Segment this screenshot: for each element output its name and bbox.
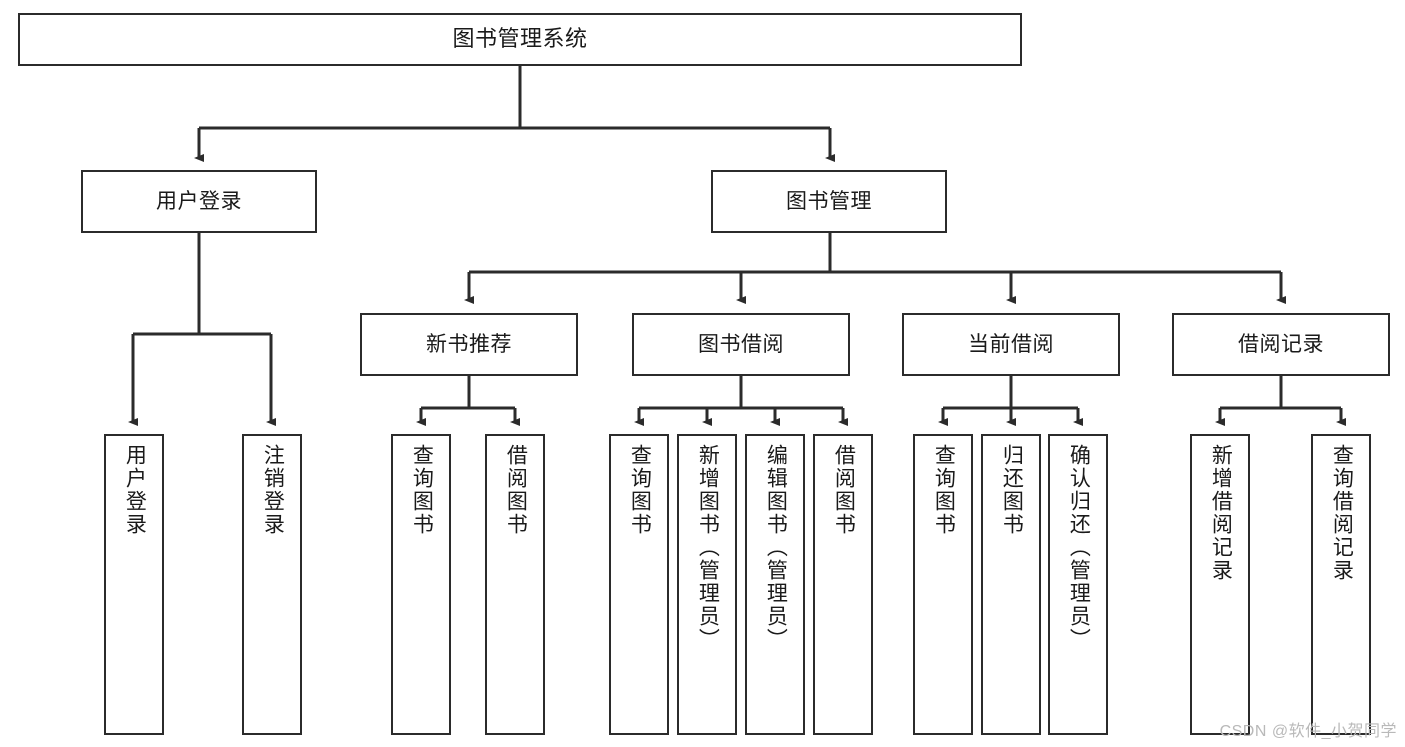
node-label: 注销登录 [261,444,285,536]
node-new-book-recommend[interactable]: 新书推荐 [360,313,578,376]
leaf-borrow-record-add-record[interactable]: 新增借阅记录 [1190,434,1250,735]
node-label: 查询图书 [932,444,956,536]
leaf-current-borrow-return-book[interactable]: 归还图书 [981,434,1041,735]
node-book-management[interactable]: 图书管理 [711,170,947,233]
node-label: 图书管理系统 [452,26,588,52]
node-label: 图书管理 [786,189,872,213]
node-label: 用户登录 [156,189,242,213]
node-label: 新书推荐 [426,332,512,356]
node-label: 借阅图书 [504,444,528,536]
node-label: 查询借阅记录 [1330,444,1354,582]
node-user-login[interactable]: 用户登录 [81,170,317,233]
node-book-borrow[interactable]: 图书借阅 [632,313,850,376]
node-borrow-record[interactable]: 借阅记录 [1172,313,1390,376]
node-label: 归还图书 [1000,444,1024,536]
leaf-book-borrow-edit-book-admin[interactable]: 编辑图书（管理员） [745,434,805,735]
leaf-user-login-logout[interactable]: 注销登录 [242,434,302,735]
node-label: 当前借阅 [968,332,1054,356]
leaf-borrow-record-query-record[interactable]: 查询借阅记录 [1311,434,1371,735]
leaf-book-borrow-borrow-book[interactable]: 借阅图书 [813,434,873,735]
leaf-new-book-query-book[interactable]: 查询图书 [391,434,451,735]
node-label: 用户登录 [123,444,147,536]
node-root-book-management-system[interactable]: 图书管理系统 [18,13,1022,66]
leaf-current-borrow-query-book[interactable]: 查询图书 [913,434,973,735]
node-label: 借阅图书 [832,444,856,536]
node-label: 查询图书 [628,444,652,536]
node-label: 借阅记录 [1238,332,1324,356]
node-current-borrow[interactable]: 当前借阅 [902,313,1120,376]
node-label: 查询图书 [410,444,434,536]
leaf-user-login-login[interactable]: 用户登录 [104,434,164,735]
node-label: 编辑图书（管理员） [764,444,788,651]
leaf-current-borrow-confirm-return-admin[interactable]: 确认归还（管理员） [1048,434,1108,735]
node-label: 新增图书（管理员） [696,444,720,651]
leaf-book-borrow-add-book-admin[interactable]: 新增图书（管理员） [677,434,737,735]
node-label: 确认归还（管理员） [1067,444,1091,651]
leaf-book-borrow-query-book[interactable]: 查询图书 [609,434,669,735]
node-label: 新增借阅记录 [1209,444,1233,582]
node-label: 图书借阅 [698,332,784,356]
leaf-new-book-borrow-book[interactable]: 借阅图书 [485,434,545,735]
